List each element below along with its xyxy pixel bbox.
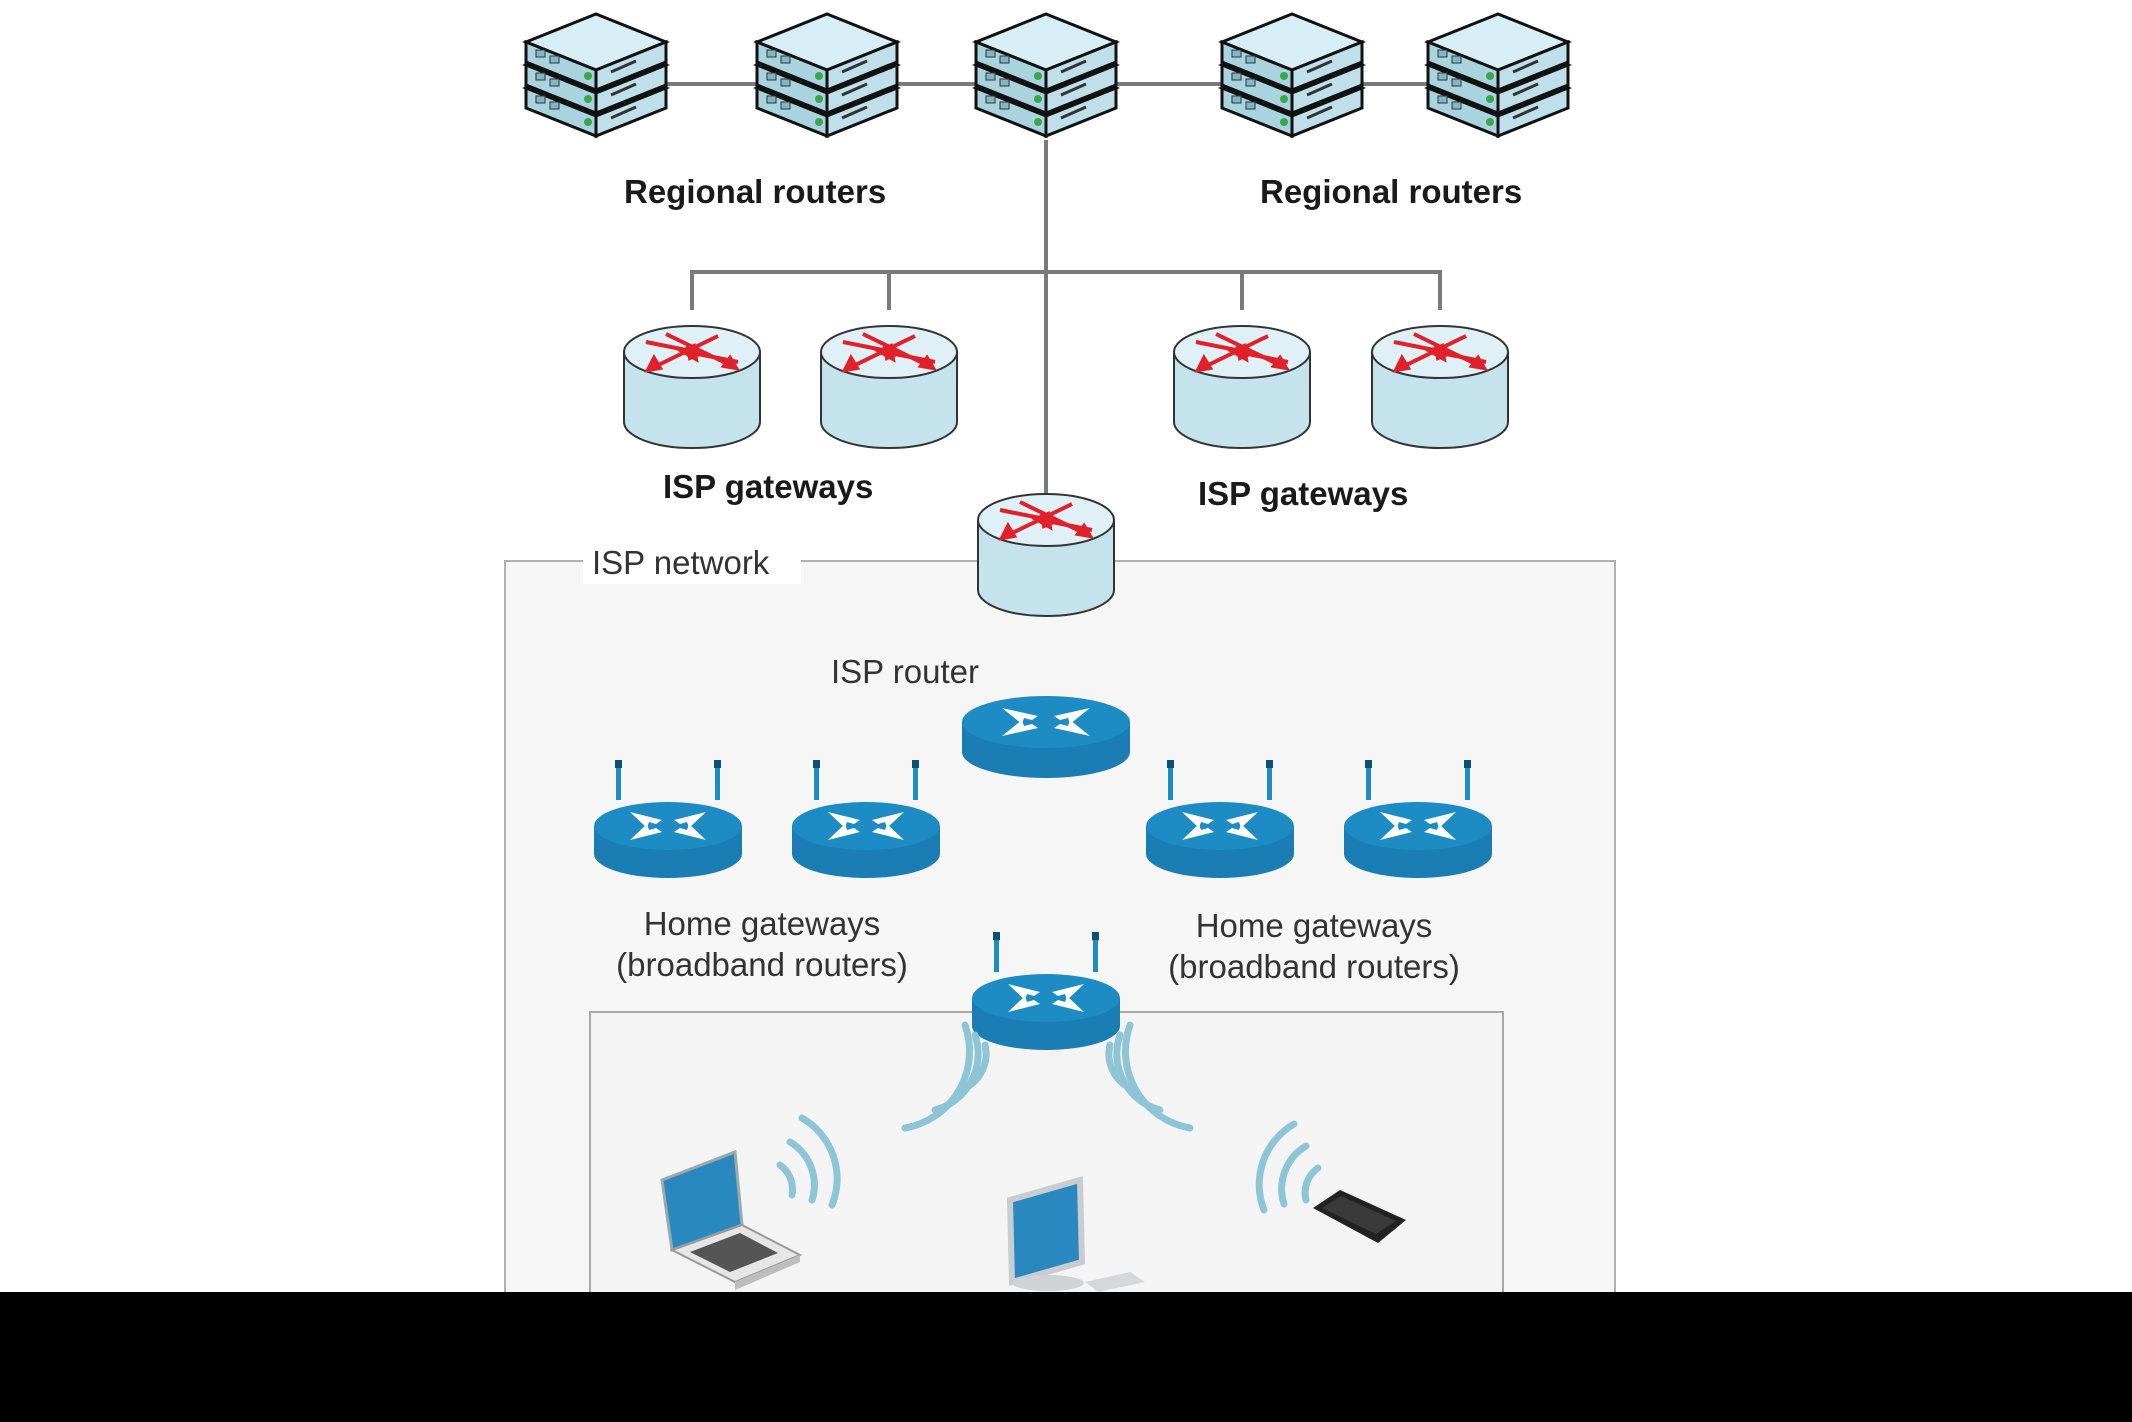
server-stack-icon (976, 14, 1116, 136)
home-gateways-right-line2: (broadband routers) (1168, 948, 1460, 985)
router-icon (962, 696, 1130, 778)
home-gateways-left-line1: Home gateways (644, 905, 881, 942)
gateway-router-icon (622, 324, 762, 450)
gateway-router-icon (1370, 324, 1510, 450)
gateway-router-icon (1172, 324, 1312, 450)
regional-routers (526, 14, 1568, 136)
server-stack-icon (1428, 14, 1568, 136)
isp-gateways (622, 324, 1510, 450)
server-stack-icon (526, 14, 666, 136)
isp-network-label: ISP network (592, 544, 770, 581)
isp-router-label: ISP router (831, 653, 979, 690)
home-gateways-left-line2: (broadband routers) (616, 946, 908, 983)
regional-routers-left-label: Regional routers (624, 173, 886, 210)
desktop-computer-icon (1006, 1176, 1145, 1292)
isp-gateways-left-label: ISP gateways (663, 468, 873, 505)
laptop-icon (660, 1149, 803, 1290)
wifi-waves-icon (776, 1021, 1322, 1214)
home-gateways-right-line1: Home gateways (1196, 907, 1433, 944)
smartphone-icon (1313, 1190, 1406, 1243)
isp-gateways-right-label: ISP gateways (1198, 475, 1408, 512)
server-stack-icon (757, 14, 897, 136)
gateway-router-icon (819, 324, 959, 450)
bottom-black-bar (0, 1292, 2132, 1422)
server-stack-icon (1222, 14, 1362, 136)
gateway-router-icon (976, 492, 1116, 618)
regional-routers-right-label: Regional routers (1260, 173, 1522, 210)
